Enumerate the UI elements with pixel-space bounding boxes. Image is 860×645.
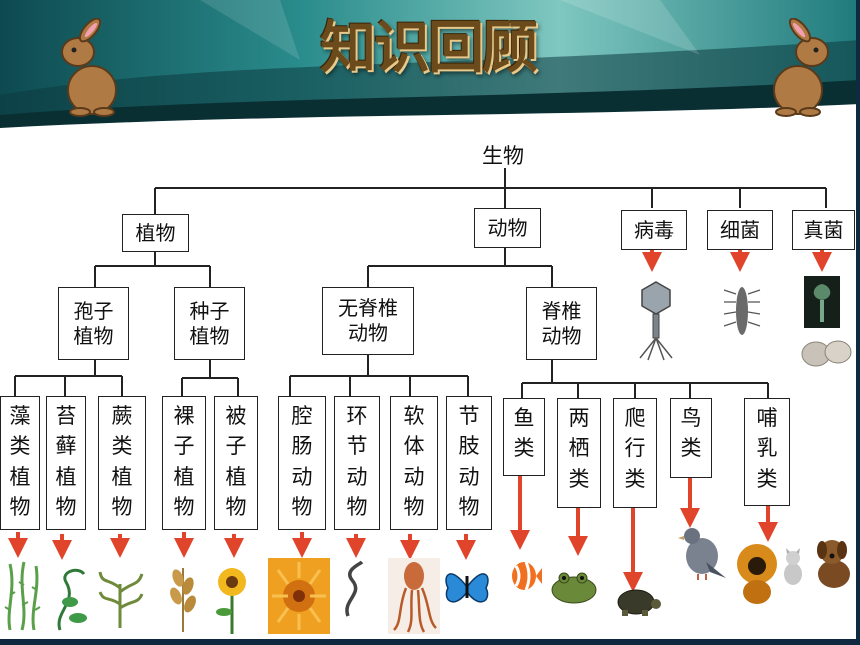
node-invertebrates: 无脊椎 动物	[322, 287, 414, 355]
header-background	[0, 0, 860, 140]
node-bird: 鸟 类	[670, 398, 712, 478]
cat-icon	[784, 548, 802, 585]
turtle-icon	[617, 589, 661, 616]
bacteria-icon	[723, 287, 761, 335]
node-spore-plants: 孢子 植物	[58, 287, 129, 360]
node-mammal: 哺 乳 类	[744, 398, 790, 506]
node-reptile: 爬 行 类	[613, 398, 657, 508]
mushroom-icon	[801, 340, 852, 367]
fern-icon	[98, 571, 144, 628]
sea-anemone-icon	[268, 558, 330, 634]
pigeon-icon	[678, 528, 726, 580]
node-fungi: 真菌	[792, 210, 855, 250]
earthworm-icon	[345, 560, 364, 617]
node-mollusk: 软 体 动 物	[390, 396, 438, 530]
node-virus: 病毒	[621, 210, 687, 250]
frog-icon	[551, 572, 597, 604]
node-vertebrates: 脊椎 动物	[526, 287, 597, 360]
node-coelenterate: 腔 肠 动 物	[278, 396, 326, 530]
moss-icon	[57, 568, 87, 631]
page-title: 知识回顾	[320, 15, 538, 81]
node-annelid: 环 节 动 物	[334, 396, 380, 530]
node-seed-plants: 种子 植物	[174, 287, 245, 360]
header-band	[0, 0, 860, 140]
node-angiosperm: 被 子 植 物	[214, 396, 258, 530]
node-arthropod: 节 肢 动 物	[446, 396, 492, 530]
dog-icon	[817, 540, 850, 588]
algae-icon	[4, 561, 41, 631]
node-plants: 植物	[122, 214, 189, 252]
node-amphibian: 两 栖 类	[557, 398, 601, 508]
node-moss: 苔 藓 植 物	[46, 396, 86, 530]
node-animals: 动物	[474, 208, 541, 248]
wheat-icon	[170, 568, 196, 632]
virus-icon	[639, 281, 673, 361]
squid-icon	[388, 558, 440, 634]
mushroom-icon	[804, 276, 840, 328]
monkey-icon	[737, 544, 777, 604]
node-fern: 蕨 类 植 物	[98, 396, 146, 530]
sunflower-icon	[216, 568, 246, 634]
node-bacteria: 细菌	[707, 210, 773, 250]
node-fish: 鱼 类	[503, 398, 545, 476]
node-algae: 藻 类 植 物	[0, 396, 40, 530]
node-gymnosperm: 裸 子 植 物	[162, 396, 206, 530]
butterfly-icon	[445, 573, 489, 603]
rabbit-icon	[773, 18, 829, 117]
rabbit-icon	[61, 18, 117, 117]
root-label: 生物	[482, 144, 524, 168]
clownfish-icon	[512, 561, 542, 591]
